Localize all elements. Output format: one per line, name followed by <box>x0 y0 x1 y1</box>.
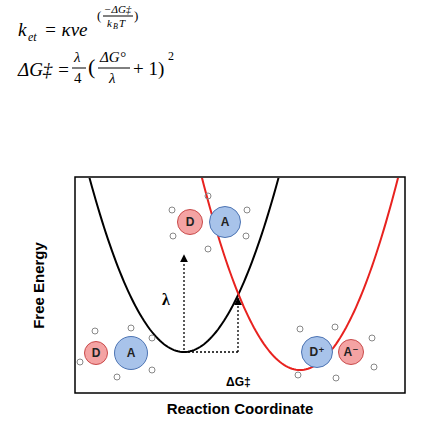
equation-bracket: ( <box>88 56 95 78</box>
equation-bracket: ) <box>134 9 138 22</box>
equation-term: T <box>119 18 125 29</box>
product-curve <box>190 178 404 370</box>
plot-frame <box>75 177 405 393</box>
lambda-label: λ <box>162 292 170 308</box>
equation-term: ΔG° <box>100 50 126 65</box>
barrier-arrow <box>237 298 238 352</box>
molecule-label: A⁻ <box>344 346 359 358</box>
equation-term: 4 <box>74 71 82 86</box>
barrier-baseline <box>184 351 238 352</box>
molecule-circle: A <box>114 336 148 370</box>
molecule-label: D <box>186 216 195 228</box>
equation-term: λ <box>109 71 116 86</box>
equation-term: λ <box>74 50 81 65</box>
solvent-molecules <box>77 193 377 381</box>
axis-title: Reaction Coordinate <box>167 401 314 416</box>
equation-term: + 1) <box>133 59 164 78</box>
molecule-label: D⁺ <box>310 346 325 358</box>
equation-term: ΔG‡ = <box>18 60 70 79</box>
barrier-label: ΔG‡ <box>226 376 251 388</box>
molecule-circle: D <box>177 209 203 235</box>
lambda-arrow <box>183 255 184 350</box>
molecule-label: D <box>92 347 101 359</box>
equation-exponent: 2 <box>168 50 174 62</box>
molecule-circle: A⁻ <box>338 339 364 365</box>
equation-term: k <box>18 20 26 39</box>
equation-term: = κνe <box>44 20 88 39</box>
equation-bracket: ( <box>97 9 101 22</box>
equation-term: k <box>107 18 112 29</box>
molecule-circle: D⁺ <box>301 336 333 368</box>
axis-title: Free Energy <box>31 242 46 329</box>
molecule-circle: A <box>209 206 241 238</box>
equation-subscript: et <box>28 31 37 43</box>
equation-term: −ΔG‡ <box>104 4 131 15</box>
molecule-label: A <box>221 216 230 228</box>
reactant-curve <box>76 178 300 352</box>
equation-subscript: B <box>113 23 118 31</box>
molecule-circle: D <box>84 341 108 365</box>
molecule-label: A <box>127 347 136 359</box>
